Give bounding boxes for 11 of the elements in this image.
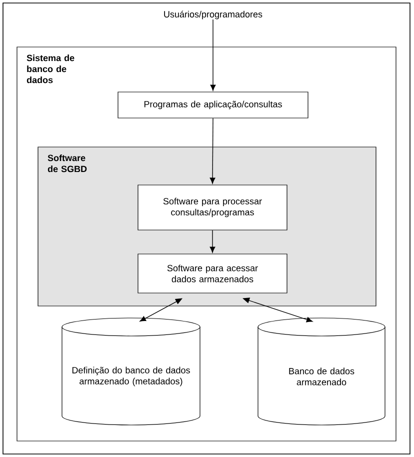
arrow (210, 19, 216, 91)
arrow (242, 298, 313, 322)
database-cylinder: Definição do banco de dados armazenado (metadados) (62, 318, 200, 426)
arrow (210, 230, 216, 253)
label-text: Usuários/programadores (164, 10, 262, 20)
process-box: Software para processar consultas/programas (138, 184, 288, 230)
process-box: Programas de aplicação/consultas (118, 92, 308, 118)
process-box: Software para acessar dados armazenados (138, 254, 288, 294)
arrow (210, 118, 216, 184)
arrow (140, 298, 182, 322)
database-cylinder: Banco de dados armazenado (258, 318, 386, 426)
